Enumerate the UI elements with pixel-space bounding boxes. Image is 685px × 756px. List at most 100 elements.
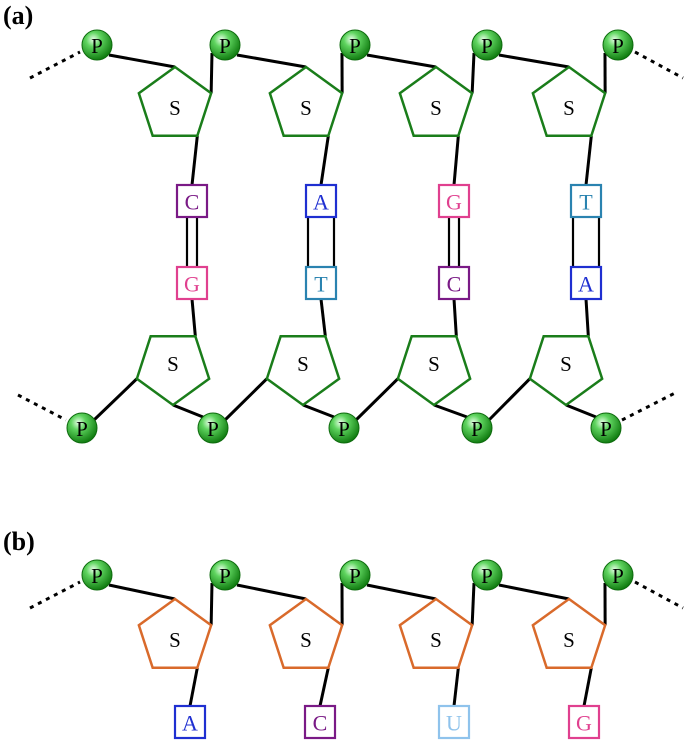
rna-base-U-label: U xyxy=(446,711,462,736)
phosphate-top-4-label: P xyxy=(481,34,493,58)
glycosidic-bond xyxy=(319,298,327,337)
backbone-bond xyxy=(470,52,476,94)
glycosidic-bond xyxy=(319,135,330,186)
sugar-bottom-2-label: S xyxy=(297,352,309,376)
rna-glycosidic-bond xyxy=(582,667,593,707)
rna-sugar-4-label: S xyxy=(563,628,575,652)
panel-b-label: (b) xyxy=(3,527,35,556)
base-top-A-label: A xyxy=(313,190,329,215)
backbone-dash-right xyxy=(634,50,684,80)
backbone-bond xyxy=(223,377,268,422)
phosphate-bottom-3-label: P xyxy=(338,417,350,441)
backbone-bond xyxy=(302,403,335,419)
phosphate-bottom-1 xyxy=(66,412,98,444)
base-bottom-C xyxy=(437,265,471,301)
phosphate-top-1 xyxy=(81,29,113,61)
rna-base-A-label: A xyxy=(182,711,198,736)
rna-backbone-bond xyxy=(236,583,307,601)
rna-backbone-bond xyxy=(498,583,570,601)
base-top-G xyxy=(437,183,471,219)
backbone-bond xyxy=(354,377,399,422)
rna-sugar-2 xyxy=(268,597,344,669)
rna-dash-right xyxy=(634,580,684,610)
backbone-bond xyxy=(172,403,204,419)
glycosidic-bond xyxy=(190,135,199,186)
phosphate-bottom-5 xyxy=(590,412,622,444)
backbone-bond xyxy=(108,53,176,69)
rna-glycosidic-bond xyxy=(188,667,199,707)
phosphate-bottom-4-label: P xyxy=(471,417,483,441)
rna-phosphate-2-label: P xyxy=(219,564,231,588)
base-top-T-label: T xyxy=(579,190,593,215)
rna-sugar-3-label: S xyxy=(430,628,442,652)
glycosidic-bond xyxy=(584,298,590,337)
glycosidic-bond xyxy=(452,298,458,337)
sugar-bottom-3-label: S xyxy=(428,352,440,376)
phosphate-top-2 xyxy=(209,29,241,61)
rna-sugar-2-label: S xyxy=(300,628,312,652)
sugar-bottom-3 xyxy=(396,335,472,407)
rna-phosphate-4 xyxy=(471,559,503,591)
base-top-C-label: C xyxy=(185,190,200,215)
rna-phosphate-4-label: P xyxy=(481,564,493,588)
rna-base-C xyxy=(303,704,337,740)
rna-phosphate-1-label: P xyxy=(91,564,103,588)
base-bottom-A-label: A xyxy=(578,272,594,297)
rna-backbone-bond xyxy=(209,582,214,626)
rna-phosphate-1 xyxy=(81,559,113,591)
base-top-C xyxy=(175,183,209,219)
backbone-bonds xyxy=(17,50,684,707)
rna-sugar-1 xyxy=(137,597,213,669)
phosphate-top-3 xyxy=(339,29,371,61)
backbone-dash-right xyxy=(621,391,676,422)
rna-base-G xyxy=(567,704,601,740)
sugar-top-3 xyxy=(398,65,474,137)
sugar-bottom-2 xyxy=(265,335,341,407)
base-bottom-T-label: T xyxy=(314,272,328,297)
base-top-G-label: G xyxy=(446,190,462,215)
base-top-A xyxy=(304,183,338,219)
phosphate-bottom-2-label: P xyxy=(207,417,219,441)
phosphate-top-4 xyxy=(471,29,503,61)
rna-glycosidic-bond xyxy=(318,667,330,707)
phosphate-top-2-label: P xyxy=(219,34,231,58)
phosphate-top-1-label: P xyxy=(91,34,103,58)
phosphate-bottom-1-label: P xyxy=(76,417,88,441)
sugar-top-1-label: S xyxy=(169,96,181,120)
backbone-bond xyxy=(236,53,307,69)
sugar-top-3-label: S xyxy=(430,96,442,120)
rna-dash-left xyxy=(29,580,81,610)
rna-base-U xyxy=(437,704,471,740)
sugar-top-4 xyxy=(531,65,607,137)
sugar-bottom-4 xyxy=(528,335,604,407)
rna-sugar-4 xyxy=(531,597,607,669)
rna-sugar-1-label: S xyxy=(169,628,181,652)
sugar-top-4-label: S xyxy=(563,96,575,120)
phosphate-bottom-2 xyxy=(197,412,229,444)
sugar-top-2 xyxy=(268,65,344,137)
rna-phosphate-5 xyxy=(602,559,634,591)
base-bottom-G-label: G xyxy=(184,272,200,297)
rna-base-C-label: C xyxy=(313,711,328,736)
sugar-bottom-1 xyxy=(135,335,211,407)
glycosidic-bond xyxy=(452,135,460,186)
backbone-bond xyxy=(565,403,597,419)
base-top-T xyxy=(569,183,603,219)
phosphate-top-5 xyxy=(602,29,634,61)
phosphate-bottom-5-label: P xyxy=(600,417,612,441)
base-bottom-T xyxy=(304,265,338,301)
sugar-bottom-4-label: S xyxy=(560,352,572,376)
hydrogen-bonds xyxy=(185,217,601,267)
backbone-bond xyxy=(366,53,437,69)
rna-backbone-bond xyxy=(366,583,437,601)
phosphate-top-3-label: P xyxy=(349,34,361,58)
rna-backbone-bond xyxy=(108,583,176,601)
rna-phosphate-3-label: P xyxy=(349,564,361,588)
phosphate-bottom-3 xyxy=(328,412,360,444)
rna-phosphate-3 xyxy=(339,559,371,591)
rna-sugar-3 xyxy=(398,597,474,669)
backbone-dash-left xyxy=(29,50,81,80)
